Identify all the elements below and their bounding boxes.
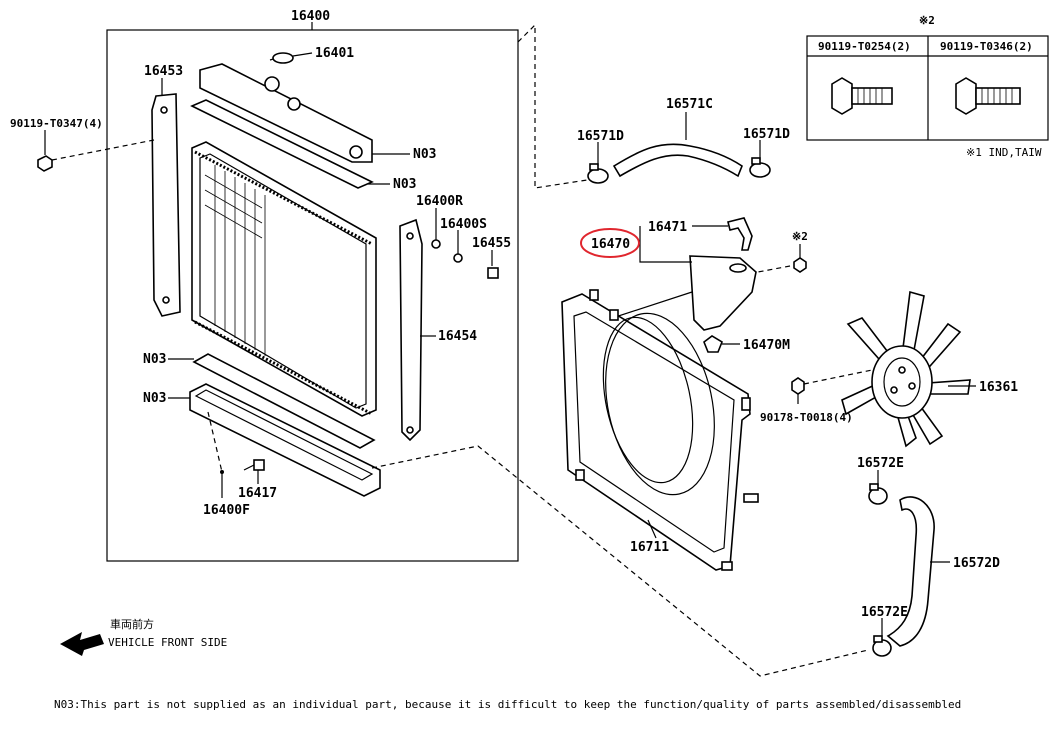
part-16455[interactable] (487, 267, 499, 279)
radiator-core[interactable] (191, 141, 377, 417)
bolt-table-col1[interactable]: 90119-T0254(2) (818, 40, 911, 53)
callout-16400f[interactable]: 16400F (203, 503, 250, 518)
callout-16453[interactable]: 16453 (144, 64, 183, 79)
grommet-16470m[interactable] (703, 335, 723, 353)
callout-16571d-b[interactable]: 16571D (743, 127, 790, 142)
fan-shroud-16711[interactable] (561, 289, 759, 571)
callout-16400r[interactable]: 16400R (416, 194, 463, 209)
hose-clamp-16572e-lower[interactable] (872, 635, 892, 657)
callout-16361[interactable]: 16361 (979, 380, 1018, 395)
vehicle-front-indicator: 車両前方 VEHICLE FRONT SIDE (60, 617, 227, 656)
callout-n03-c[interactable]: N03 (143, 352, 166, 367)
callout-16470m[interactable]: 16470M (743, 338, 790, 353)
callout-16572d[interactable]: 16572D (953, 556, 1000, 571)
callout-16401[interactable]: 16401 (315, 46, 354, 61)
callout-16400[interactable]: 16400 (291, 9, 330, 24)
cooling-fan-16361[interactable] (841, 290, 971, 448)
callout-16572e-b[interactable]: 16572E (861, 605, 908, 620)
footer-note: N03:This part is not supplied as an indi… (54, 698, 961, 711)
callout-n03-d[interactable]: N03 (143, 391, 166, 406)
side-bracket-16454[interactable] (399, 218, 423, 442)
radiator-upper-tank[interactable] (199, 52, 373, 163)
callout-mark2[interactable]: ※2 (792, 230, 808, 243)
hose-clamp-16571d-right[interactable] (749, 157, 771, 178)
callout-16454[interactable]: 16454 (438, 329, 477, 344)
bolt-variant-table: ※2 90119-T0254(2) 90119-T0346(2) ※1 IND,… (806, 14, 1049, 159)
bolt-table-mark: ※2 (919, 14, 935, 27)
lower-hose-16572d[interactable] (886, 496, 935, 647)
callout-16571d-a[interactable]: 16571D (577, 129, 624, 144)
upper-hose-16571c[interactable] (612, 143, 743, 178)
arrow-left-icon (60, 632, 104, 656)
callout-16471[interactable]: 16471 (648, 220, 687, 235)
reservoir-tank-16470[interactable] (689, 255, 757, 331)
nut-90178-t0018[interactable] (791, 377, 805, 395)
bolt-mark2[interactable] (793, 257, 807, 273)
hose-clamp-16572e-upper[interactable] (868, 483, 888, 505)
part-16400s[interactable] (453, 253, 463, 263)
radiator-lower-tank[interactable] (189, 383, 381, 497)
drain-cock-16417[interactable] (243, 459, 265, 471)
callout-90119-t0347[interactable]: 90119-T0347(4) (10, 117, 103, 130)
link-upper-hose (517, 23, 601, 189)
bolt-90119-t0254-image (831, 77, 893, 115)
hose-clamp-16571d-left[interactable] (587, 163, 609, 184)
highlight-ring-16470 (580, 228, 640, 258)
callout-16470[interactable]: 16470 (591, 237, 630, 252)
link-lower-hose (371, 445, 869, 677)
callout-16571c[interactable]: 16571C (666, 97, 713, 112)
side-bracket-16453[interactable] (151, 93, 181, 317)
bolt-table-footnote: ※1 IND,TAIW (966, 146, 1042, 159)
upper-seal-n03 (190, 99, 374, 189)
callout-n03-a[interactable]: N03 (413, 147, 436, 162)
overflow-hose-16471[interactable] (727, 217, 753, 251)
lower-seal-n03 (192, 353, 376, 449)
radiator-cap[interactable] (264, 76, 280, 92)
callout-90178-t0018[interactable]: 90178-T0018(4) (760, 411, 853, 424)
bolt-90119-t0347[interactable] (37, 155, 53, 172)
bolt-90119-t0346-image (955, 77, 1021, 115)
direction-label-en: VEHICLE FRONT SIDE (108, 636, 227, 649)
callout-16572e-a[interactable]: 16572E (857, 456, 904, 471)
callout-16400s[interactable]: 16400S (440, 217, 487, 232)
callout-16711[interactable]: 16711 (630, 540, 669, 555)
bolt-table-col2[interactable]: 90119-T0346(2) (940, 40, 1033, 53)
callout-n03-b[interactable]: N03 (393, 177, 416, 192)
callout-16417[interactable]: 16417 (238, 486, 277, 501)
part-16400r[interactable] (431, 239, 441, 249)
callout-16455[interactable]: 16455 (472, 236, 511, 251)
direction-label-jp: 車両前方 (110, 617, 154, 631)
